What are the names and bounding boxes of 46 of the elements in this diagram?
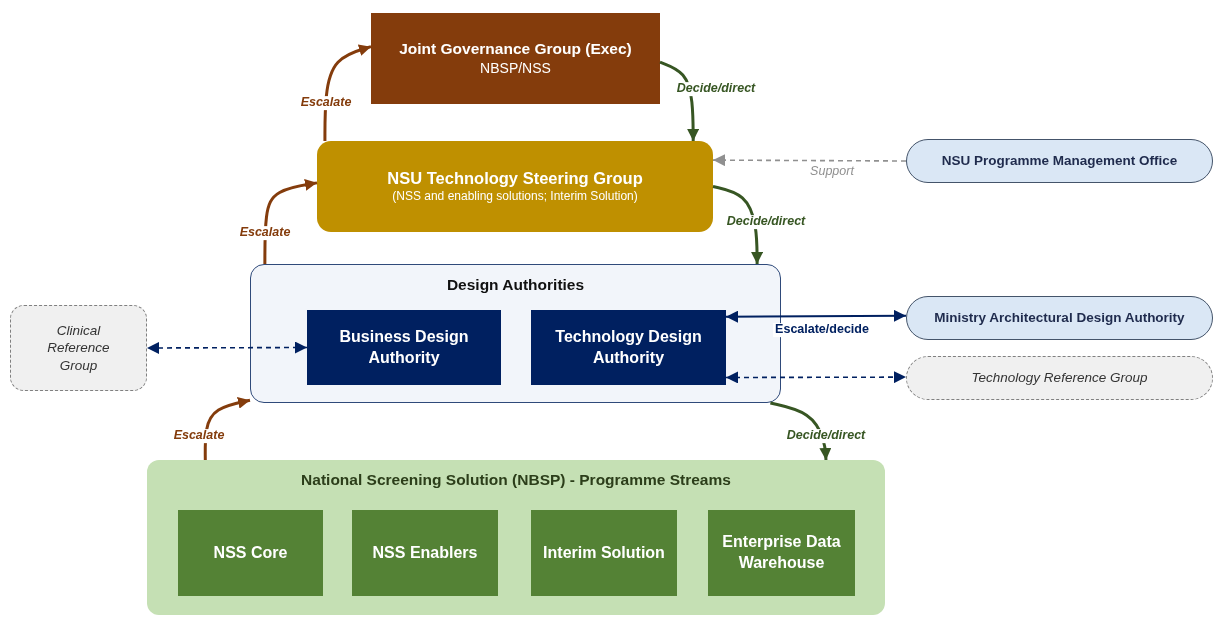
node-subtitle: NBSP/NSS [480, 59, 551, 78]
stream-box [708, 510, 855, 596]
governance-box [371, 13, 660, 104]
ministry-authority-pill [906, 296, 1213, 340]
node-title: Ministry Architectural Design Authority [934, 309, 1185, 327]
stream-box [352, 510, 498, 596]
node-title: Design Authorities [446, 275, 585, 295]
node-title: Technology Reference Group [971, 369, 1148, 387]
node-title: NSU Programme Management Office [941, 152, 1178, 170]
arrow [323, 44, 372, 141]
edge-label: Decide/direct [724, 215, 808, 229]
programme-streams-panel [147, 460, 885, 615]
node-title: NSS Enablers [372, 542, 478, 563]
stream-box [531, 510, 677, 596]
arrow [263, 178, 318, 264]
edge-label: Escalate [237, 226, 293, 240]
arrow [712, 154, 907, 167]
node-title: Business Design Authority [338, 326, 470, 368]
authority-box [307, 310, 501, 385]
node-title: Clinical Reference Group [46, 321, 111, 375]
arrow [146, 341, 308, 354]
edge-label: Support [808, 165, 856, 179]
edge-label: Escalate [171, 429, 227, 443]
node-title: Joint Governance Group (Exec) [399, 39, 632, 60]
node-title: NSS Core [213, 542, 288, 563]
stream-box [178, 510, 323, 596]
edge-label: Decide/direct [674, 82, 758, 96]
arrow [712, 185, 764, 264]
arrow [725, 371, 907, 384]
arrow [725, 309, 907, 323]
node-title: NSU Technology Steering Group [387, 168, 643, 189]
node-title: Enterprise Data Warehouse [721, 532, 842, 573]
node-title: Interim Solution [543, 542, 665, 563]
node-title: Technology Design Authority [554, 326, 703, 368]
reference-group-box [10, 305, 147, 391]
office-pill [906, 139, 1213, 183]
authority-box [531, 310, 726, 385]
steering-group-box [317, 141, 713, 232]
node-title: National Screening Solution (NBSP) - Programme Streams [301, 470, 731, 490]
edge-label: Escalate/decide [773, 323, 871, 337]
edge-label: Decide/direct [784, 429, 868, 443]
edge-label: Escalate [298, 96, 354, 110]
arrow [770, 401, 832, 461]
node-subtitle: (NSS and enabling solutions; Interim Solution) [392, 189, 638, 205]
reference-group-pill [906, 356, 1213, 400]
arrow [203, 396, 251, 460]
